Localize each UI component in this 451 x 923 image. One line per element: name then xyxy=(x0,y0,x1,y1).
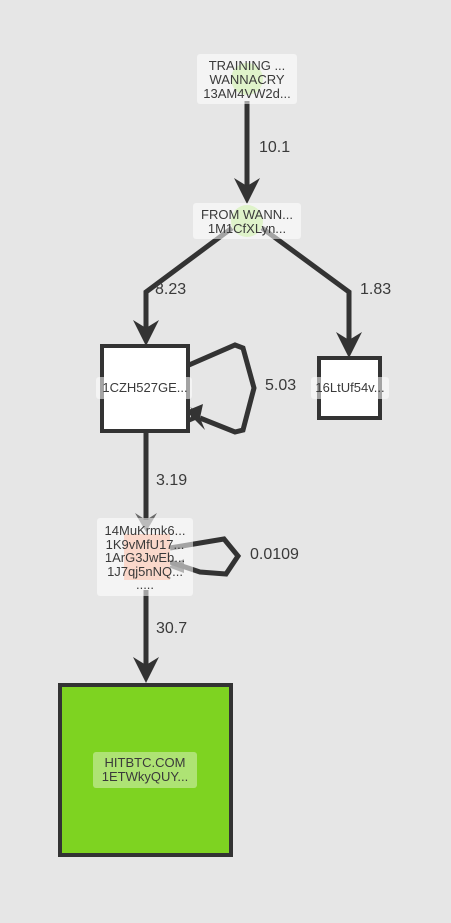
node-16lt-label: 16LtUf54v... xyxy=(315,380,384,395)
node-1czh-label: 1CZH527GE... xyxy=(102,380,187,395)
node-hitbtc-line-2: 1ETWkyQUY... xyxy=(102,769,188,784)
node-from-line-2: 1M1CfXLyn... xyxy=(208,221,286,236)
node-hitbtc[interactable]: HITBTC.COM 1ETWkyQUY... xyxy=(58,683,233,857)
node-cluster-line-4: 1J7qj5nNQ... xyxy=(107,564,183,579)
edge-training-to-from xyxy=(234,101,260,204)
node-training-label-bg xyxy=(197,54,297,104)
edge-label-from-to-1czh: 8.23 xyxy=(155,281,186,298)
edge-from-to-1czh xyxy=(133,225,234,346)
edge-from-to-16lt xyxy=(260,225,362,358)
edge-1czh-to-cluster xyxy=(135,432,157,532)
edge-self-1czh xyxy=(186,342,257,435)
node-training-line-1: TRAINING ... xyxy=(209,58,286,73)
node-16ltuf54v[interactable]: 16LtUf54v... xyxy=(311,356,389,420)
node-1czh527ge[interactable]: 1CZH527GE... xyxy=(96,344,192,433)
node-from-line-1: FROM WANN... xyxy=(201,207,293,222)
node-hitbtc-label-bg xyxy=(93,752,197,788)
edge-label-cluster-to-hitbtc: 30.7 xyxy=(156,620,187,637)
node-training-wannacry[interactable]: TRAINING ... WANNACRY 13AM4VW2d... xyxy=(197,54,297,104)
node-16lt-label-bg xyxy=(311,377,389,399)
node-hitbtc-line-1: HITBTC.COM xyxy=(105,755,186,770)
node-cluster-line-1: 14MuKrmk6... xyxy=(105,523,186,538)
node-training-line-2: WANNACRY xyxy=(209,72,284,87)
node-cluster-label-bg xyxy=(97,518,193,596)
edge-label-from-to-16lt: 1.83 xyxy=(360,281,391,298)
edge-cluster-to-hitbtc xyxy=(133,590,159,683)
node-cluster-line-2: 1K9vMfU17... xyxy=(106,537,185,552)
node-from-label-bg xyxy=(193,203,301,239)
node-cluster-line-3: 1ArG3JwEb... xyxy=(105,550,185,565)
edge-label-self-1czh: 5.03 xyxy=(265,377,296,394)
node-hitbtc-box xyxy=(58,683,233,857)
edge-label-1czh-to-cluster: 3.19 xyxy=(156,472,187,489)
node-training-line-3: 13AM4VW2d... xyxy=(203,86,290,101)
node-cluster-line-5: ..... xyxy=(136,577,154,592)
edge-label-self-cluster: 0.0109 xyxy=(250,546,299,563)
node-1czh-label-bg xyxy=(96,377,192,399)
node-from-wannacry[interactable]: FROM WANN... 1M1CfXLyn... xyxy=(193,203,301,239)
node-address-cluster[interactable]: 14MuKrmk6... 1K9vMfU17... 1ArG3JwEb... 1… xyxy=(97,518,193,596)
edge-label-training-to-from: 10.1 xyxy=(259,139,290,156)
